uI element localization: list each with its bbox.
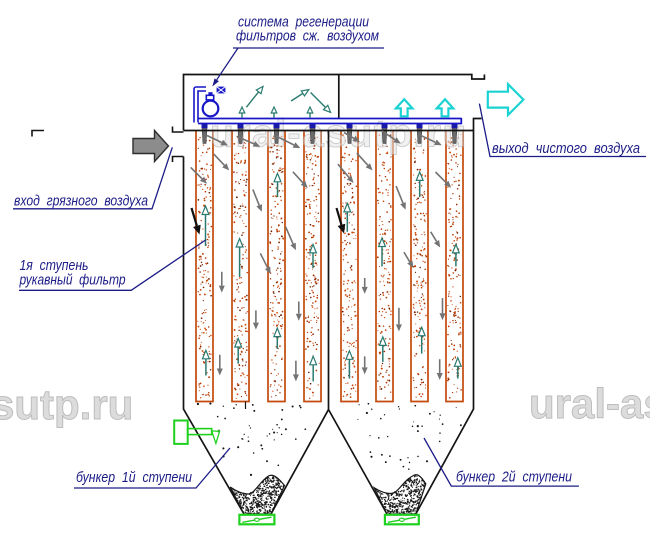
svg-text:бункер 2й ступени: бункер 2й ступени (456, 469, 573, 486)
svg-text:фильтров сж. воздухом: фильтров сж. воздухом (236, 28, 379, 45)
svg-text:рукавный фильтр: рукавный фильтр (19, 272, 126, 289)
svg-text:ural-as: ural-as (529, 380, 650, 427)
svg-text:1я ступень: 1я ступень (20, 257, 89, 274)
svg-text:система регенерации: система регенерации (238, 14, 370, 31)
svg-text:выход чистого воздуха: выход чистого воздуха (492, 140, 640, 157)
svg-text:бункер 1й ступени: бункер 1й ступени (76, 469, 193, 486)
svg-text:sutp.ru: sutp.ru (0, 381, 133, 428)
svg-text:вход грязного воздуха: вход грязного воздуха (14, 193, 148, 210)
